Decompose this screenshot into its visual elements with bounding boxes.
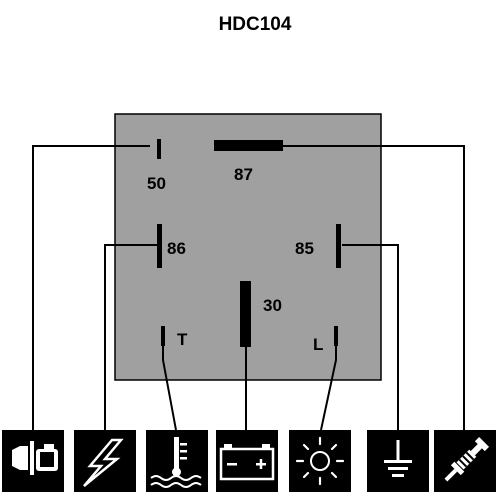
coolant-temperature-icon [146,430,208,492]
pin-label-30: 30 [263,296,282,315]
warning-lamp-icon [289,430,351,492]
wire-50 [32,145,150,430]
pin-label-85: 85 [295,239,314,258]
terminal-85 [336,224,341,268]
wire-86 [104,244,160,430]
diagram-title: HDC104 [219,14,292,35]
terminal-50 [157,139,161,159]
ground-icon [367,430,429,492]
wire-87 [283,145,465,430]
ignition-spark-icon [74,430,136,492]
terminal-87 [214,140,283,151]
pin-label-87: 87 [234,165,253,184]
wires [32,145,465,431]
pin-label-T: T [177,330,188,349]
wire-85 [342,244,399,430]
pin-terminals [157,139,341,347]
terminal-86 [157,224,162,268]
wire-T [162,345,177,431]
pin-label-L: L [313,335,323,354]
terminal-L [334,326,338,346]
wire-L [320,345,337,431]
starter-motor-icon [2,430,64,492]
pin-label-50: 50 [147,174,166,193]
terminal-T [161,326,165,346]
terminal-30 [240,281,251,347]
battery-icon [216,430,278,492]
pin-label-86: 86 [167,239,186,258]
glow-plug-icon [434,430,496,492]
